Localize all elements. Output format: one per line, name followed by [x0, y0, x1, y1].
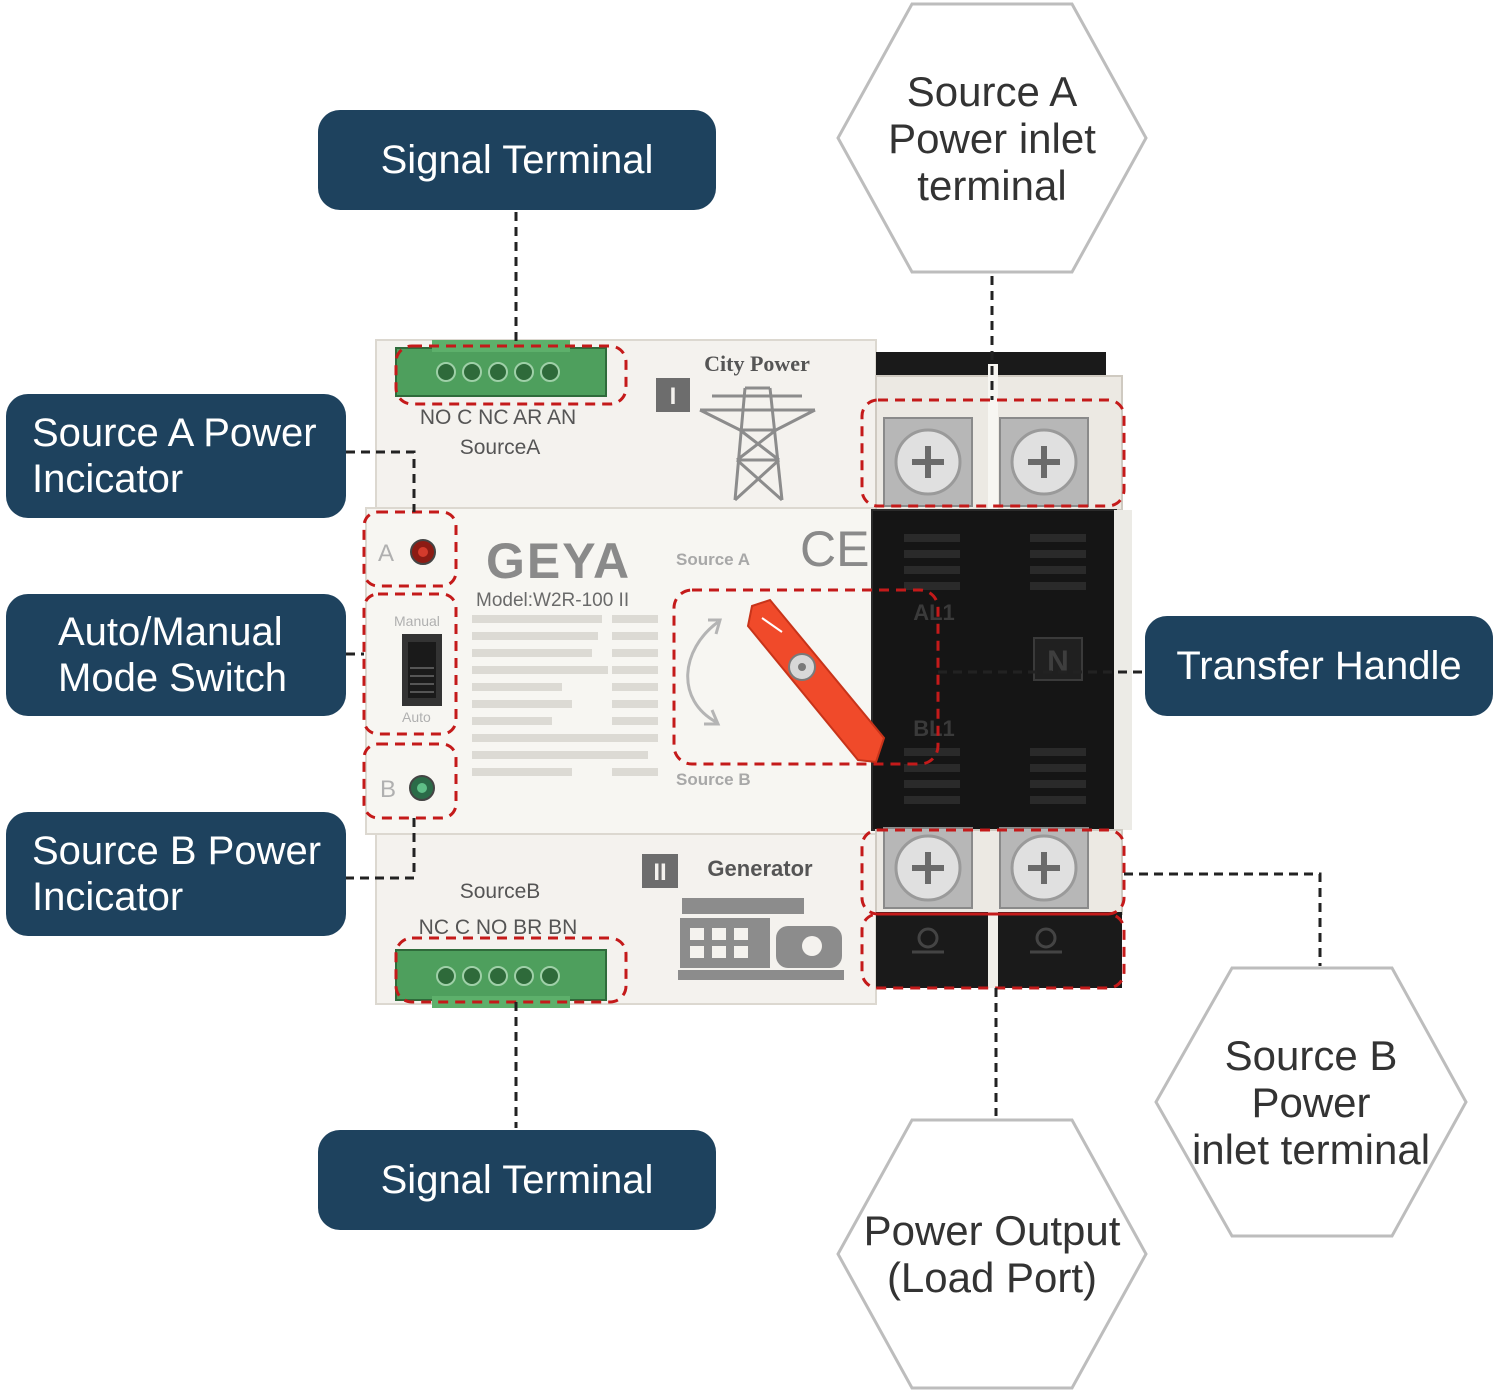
generator-icon — [678, 898, 844, 980]
hexagon-source-a — [836, 2, 1148, 274]
callout-source-a-line2: Incicator — [32, 457, 184, 501]
hex-power-output-line1: Power Output — [863, 1207, 1121, 1254]
transmission-tower-icon — [699, 386, 816, 502]
terminal-b-pins: NC C NO BR BN — [419, 916, 578, 939]
callout-source-b-indicator: Source B Power Incicator — [6, 812, 346, 936]
source-a-label: SourceA — [460, 436, 541, 459]
indicator-a-letter: A — [378, 540, 394, 567]
roman-one-box — [656, 378, 690, 412]
bl1-label: BL1 — [913, 716, 955, 741]
switch-manual-label: Manual — [394, 613, 440, 629]
neutral-box — [1033, 637, 1083, 681]
face-source-a-label: Source A — [676, 550, 750, 569]
hex-source-a-text: Source A Power inlet terminal — [850, 20, 1134, 256]
terminal-a-pins: NO C NC AR AN — [420, 406, 576, 429]
signal-terminal-block-b — [395, 949, 607, 1008]
hexagon-power-output — [836, 1118, 1148, 1390]
indicator-b-letter: B — [380, 776, 396, 803]
neutral-label: N — [1047, 645, 1069, 678]
callout-source-a-indicator: Source A Power Incicator — [6, 394, 346, 518]
transfer-handle — [746, 598, 886, 764]
face-source-b-label: Source B — [676, 770, 751, 789]
hex-source-b-line1: Source B — [1224, 1031, 1398, 1079]
city-power-label: City Power — [704, 351, 810, 376]
hex-source-a-line3: terminal — [917, 161, 1067, 209]
source-b-label: SourceB — [460, 880, 541, 903]
callout-transfer-handle-text: Transfer Handle — [1176, 644, 1462, 688]
model-label: Model:W2R-100 II — [476, 590, 629, 611]
generator-label: Generator — [707, 856, 813, 881]
bottom-black-block — [876, 912, 1122, 988]
spec-table — [472, 615, 658, 776]
roman-one-label: I — [670, 383, 677, 410]
callout-mode-switch-line2: Mode Switch — [58, 656, 287, 700]
hex-source-a-line2: Power inlet — [888, 114, 1096, 162]
callout-signal-terminal-bottom: Signal Terminal — [318, 1130, 716, 1230]
callout-transfer-handle: Transfer Handle — [1145, 616, 1493, 716]
hex-power-output-line2: (Load Port) — [886, 1254, 1098, 1301]
hex-source-b-line2: Power — [1251, 1078, 1371, 1126]
hexagon-outlines — [836, 2, 1468, 1390]
callout-signal-terminal-top-text: Signal Terminal — [380, 138, 654, 182]
rotation-arrow-icon — [686, 618, 722, 726]
highlight-frames — [362, 344, 1126, 1004]
roman-two-box — [642, 854, 678, 888]
callout-source-b-line1: Source B Power — [32, 829, 322, 873]
signal-terminal-block-a — [395, 340, 607, 397]
callout-source-a-line1: Source A Power — [32, 411, 317, 455]
hex-power-output-text: Power Output (Load Port) — [850, 1136, 1134, 1372]
hex-source-a-line1: Source A — [906, 67, 1078, 115]
callout-signal-terminal-top: Signal Terminal — [318, 110, 716, 210]
hexagon-source-b — [1154, 966, 1468, 1238]
callout-signal-terminal-bottom-text: Signal Terminal — [380, 1158, 654, 1202]
roman-two-label: II — [653, 859, 666, 886]
callout-source-b-line2: Incicator — [32, 875, 184, 919]
switch-auto-label: Auto — [402, 709, 431, 725]
hex-source-b-line3: inlet terminal — [1191, 1125, 1431, 1173]
leader-lines — [346, 212, 1322, 1128]
load-screw-icons — [912, 927, 1062, 954]
hex-source-b-text: Source B Power inlet terminal — [1168, 984, 1454, 1220]
brand-logo: GEYA — [486, 533, 631, 589]
al1-label: AL1 — [913, 600, 955, 625]
callout-mode-switch: Auto/Manual Mode Switch — [6, 594, 346, 716]
vent-slots — [904, 534, 1086, 804]
callout-mode-switch-line1: Auto/Manual — [58, 610, 283, 654]
screw-icons — [883, 417, 1089, 909]
ce-mark: CE — [800, 521, 869, 577]
